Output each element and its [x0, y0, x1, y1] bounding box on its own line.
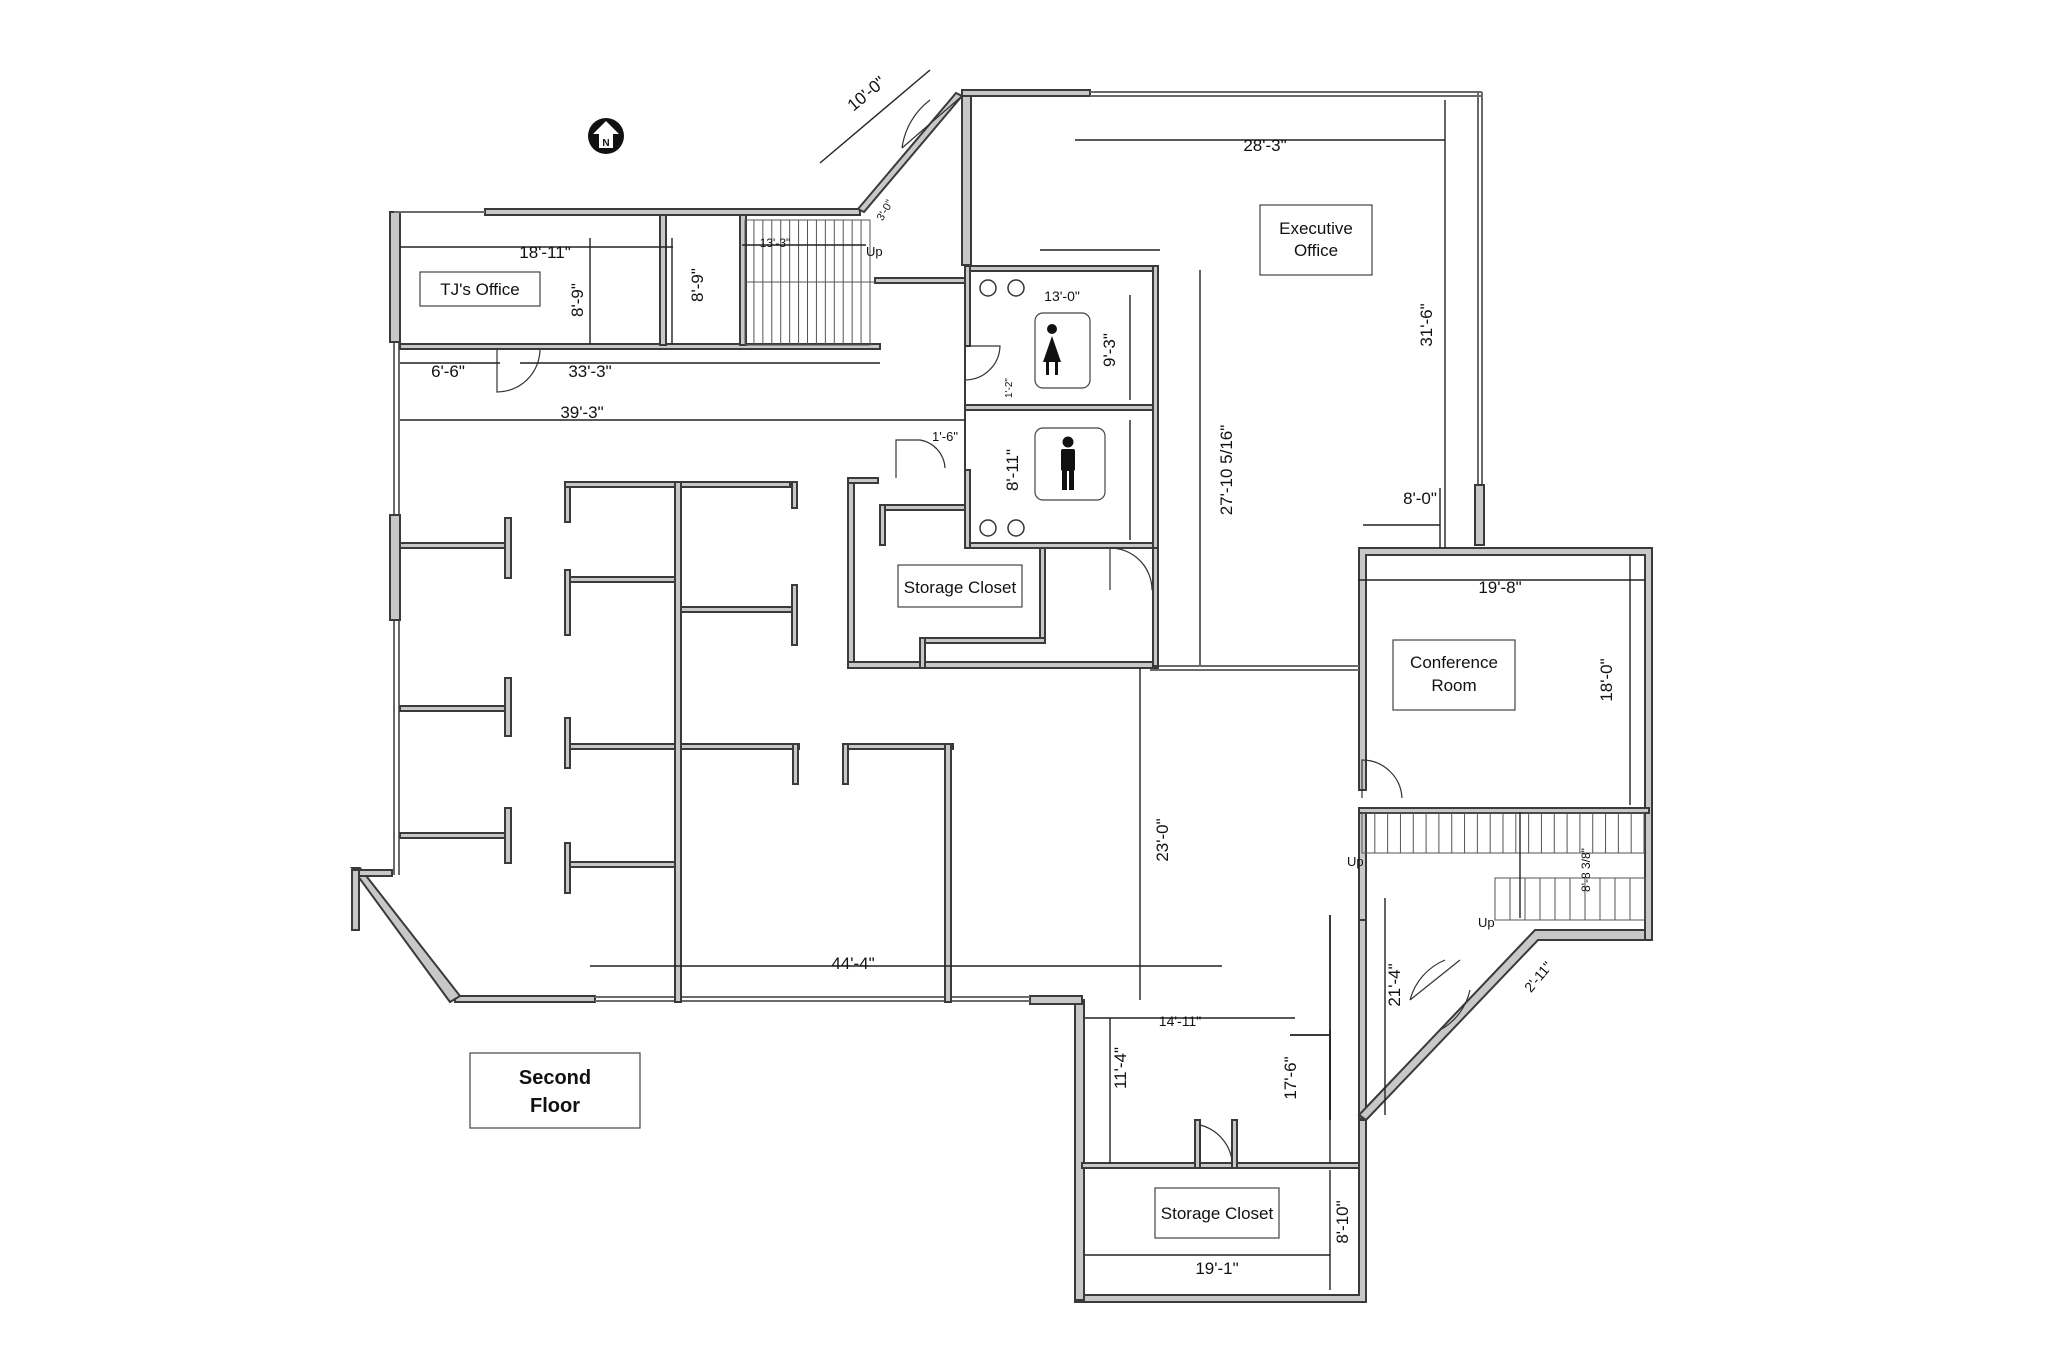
- room-label-tj-office: TJ's Office: [419, 271, 541, 307]
- dim-label: 27'-10 5/16": [1217, 425, 1236, 516]
- stair-up-label: Up: [866, 244, 883, 259]
- north-arrow: N: [588, 118, 624, 154]
- exterior-walls: [350, 89, 1653, 1303]
- dim-label: 9'-3": [1100, 333, 1119, 367]
- svg-text:Executive: Executive: [1279, 219, 1353, 238]
- dim-label: 1'-2": [1004, 378, 1015, 398]
- women-restroom-icon: [1043, 324, 1061, 375]
- dim-label: 14'-11": [1159, 1013, 1201, 1029]
- dimension-labels: 10'-0" 18'-11" 13'-3" 8'-9" 8'-9" 6'-6" …: [431, 73, 1616, 1278]
- svg-text:Second: Second: [519, 1067, 591, 1089]
- dim-label: 3'-0": [875, 198, 896, 223]
- dim-label: 31'-6": [1417, 303, 1436, 346]
- sink-icon: [1007, 519, 1025, 537]
- dim-label: 2'-11": [1521, 958, 1556, 995]
- room-label-conference-room: Conference Room: [1392, 639, 1516, 711]
- svg-text:Storage Closet: Storage Closet: [904, 578, 1017, 597]
- svg-text:TJ's Office: TJ's Office: [440, 280, 519, 299]
- sink-icon: [979, 519, 997, 537]
- stair-up-label: Up: [1478, 915, 1495, 930]
- dim-label: 8'-10": [1333, 1200, 1352, 1243]
- sink-icon: [979, 279, 997, 297]
- stair-up-label: Up: [1347, 854, 1364, 869]
- room-label-storage-closet-1: Storage Closet: [897, 564, 1023, 608]
- dim-label: 28'-3": [1243, 136, 1286, 155]
- men-restroom-icon: [1061, 436, 1075, 490]
- north-label: N: [602, 138, 609, 149]
- dim-label: 8'-0": [1403, 489, 1437, 508]
- dim-label: 23'-0": [1153, 818, 1172, 861]
- svg-text:Office: Office: [1294, 241, 1338, 260]
- dim-label: 17'-6": [1281, 1056, 1300, 1099]
- doors: [496, 95, 1471, 1168]
- dimension-lines: [400, 69, 1645, 1290]
- dim-label: 39'-3": [560, 403, 603, 422]
- svg-text:Storage Closet: Storage Closet: [1161, 1204, 1274, 1223]
- floor-label: Second Floor: [469, 1052, 641, 1129]
- dim-label: 13'-0": [1044, 288, 1080, 304]
- dim-label: 1'-6": [932, 429, 958, 444]
- interior-walls: [399, 214, 1650, 1169]
- dim-label: 10'-0": [844, 73, 889, 115]
- room-label-storage-closet-2: Storage Closet: [1154, 1187, 1280, 1239]
- dim-label: 19'-8": [1478, 578, 1521, 597]
- svg-text:Conference: Conference: [1410, 653, 1498, 672]
- dim-label: 44'-4": [831, 954, 874, 973]
- dim-label: 33'-3": [568, 362, 611, 381]
- dim-label: 8'-8 3/8": [1579, 848, 1593, 892]
- stairs-top: [744, 219, 875, 346]
- room-label-executive-office: Executive Office: [1259, 204, 1373, 276]
- dim-label: 11'-4": [1111, 1047, 1130, 1089]
- dim-label: 8'-9": [688, 268, 707, 302]
- dim-label: 19'-1": [1195, 1259, 1238, 1278]
- dim-label: 21'-4": [1385, 963, 1404, 1006]
- svg-text:Room: Room: [1431, 676, 1476, 695]
- svg-text:Floor: Floor: [530, 1095, 580, 1117]
- restroom-icons: [979, 279, 1106, 537]
- dim-label: 18'-11": [519, 243, 571, 262]
- dim-label: 13'-3": [760, 236, 791, 250]
- dim-label: 18'-0": [1597, 658, 1616, 701]
- dim-label: 8'-9": [568, 283, 587, 317]
- dim-label: 6'-6": [431, 362, 465, 381]
- stairs-right: [1361, 812, 1646, 921]
- sink-icon: [1007, 279, 1025, 297]
- dim-label: 8'-11": [1003, 449, 1022, 491]
